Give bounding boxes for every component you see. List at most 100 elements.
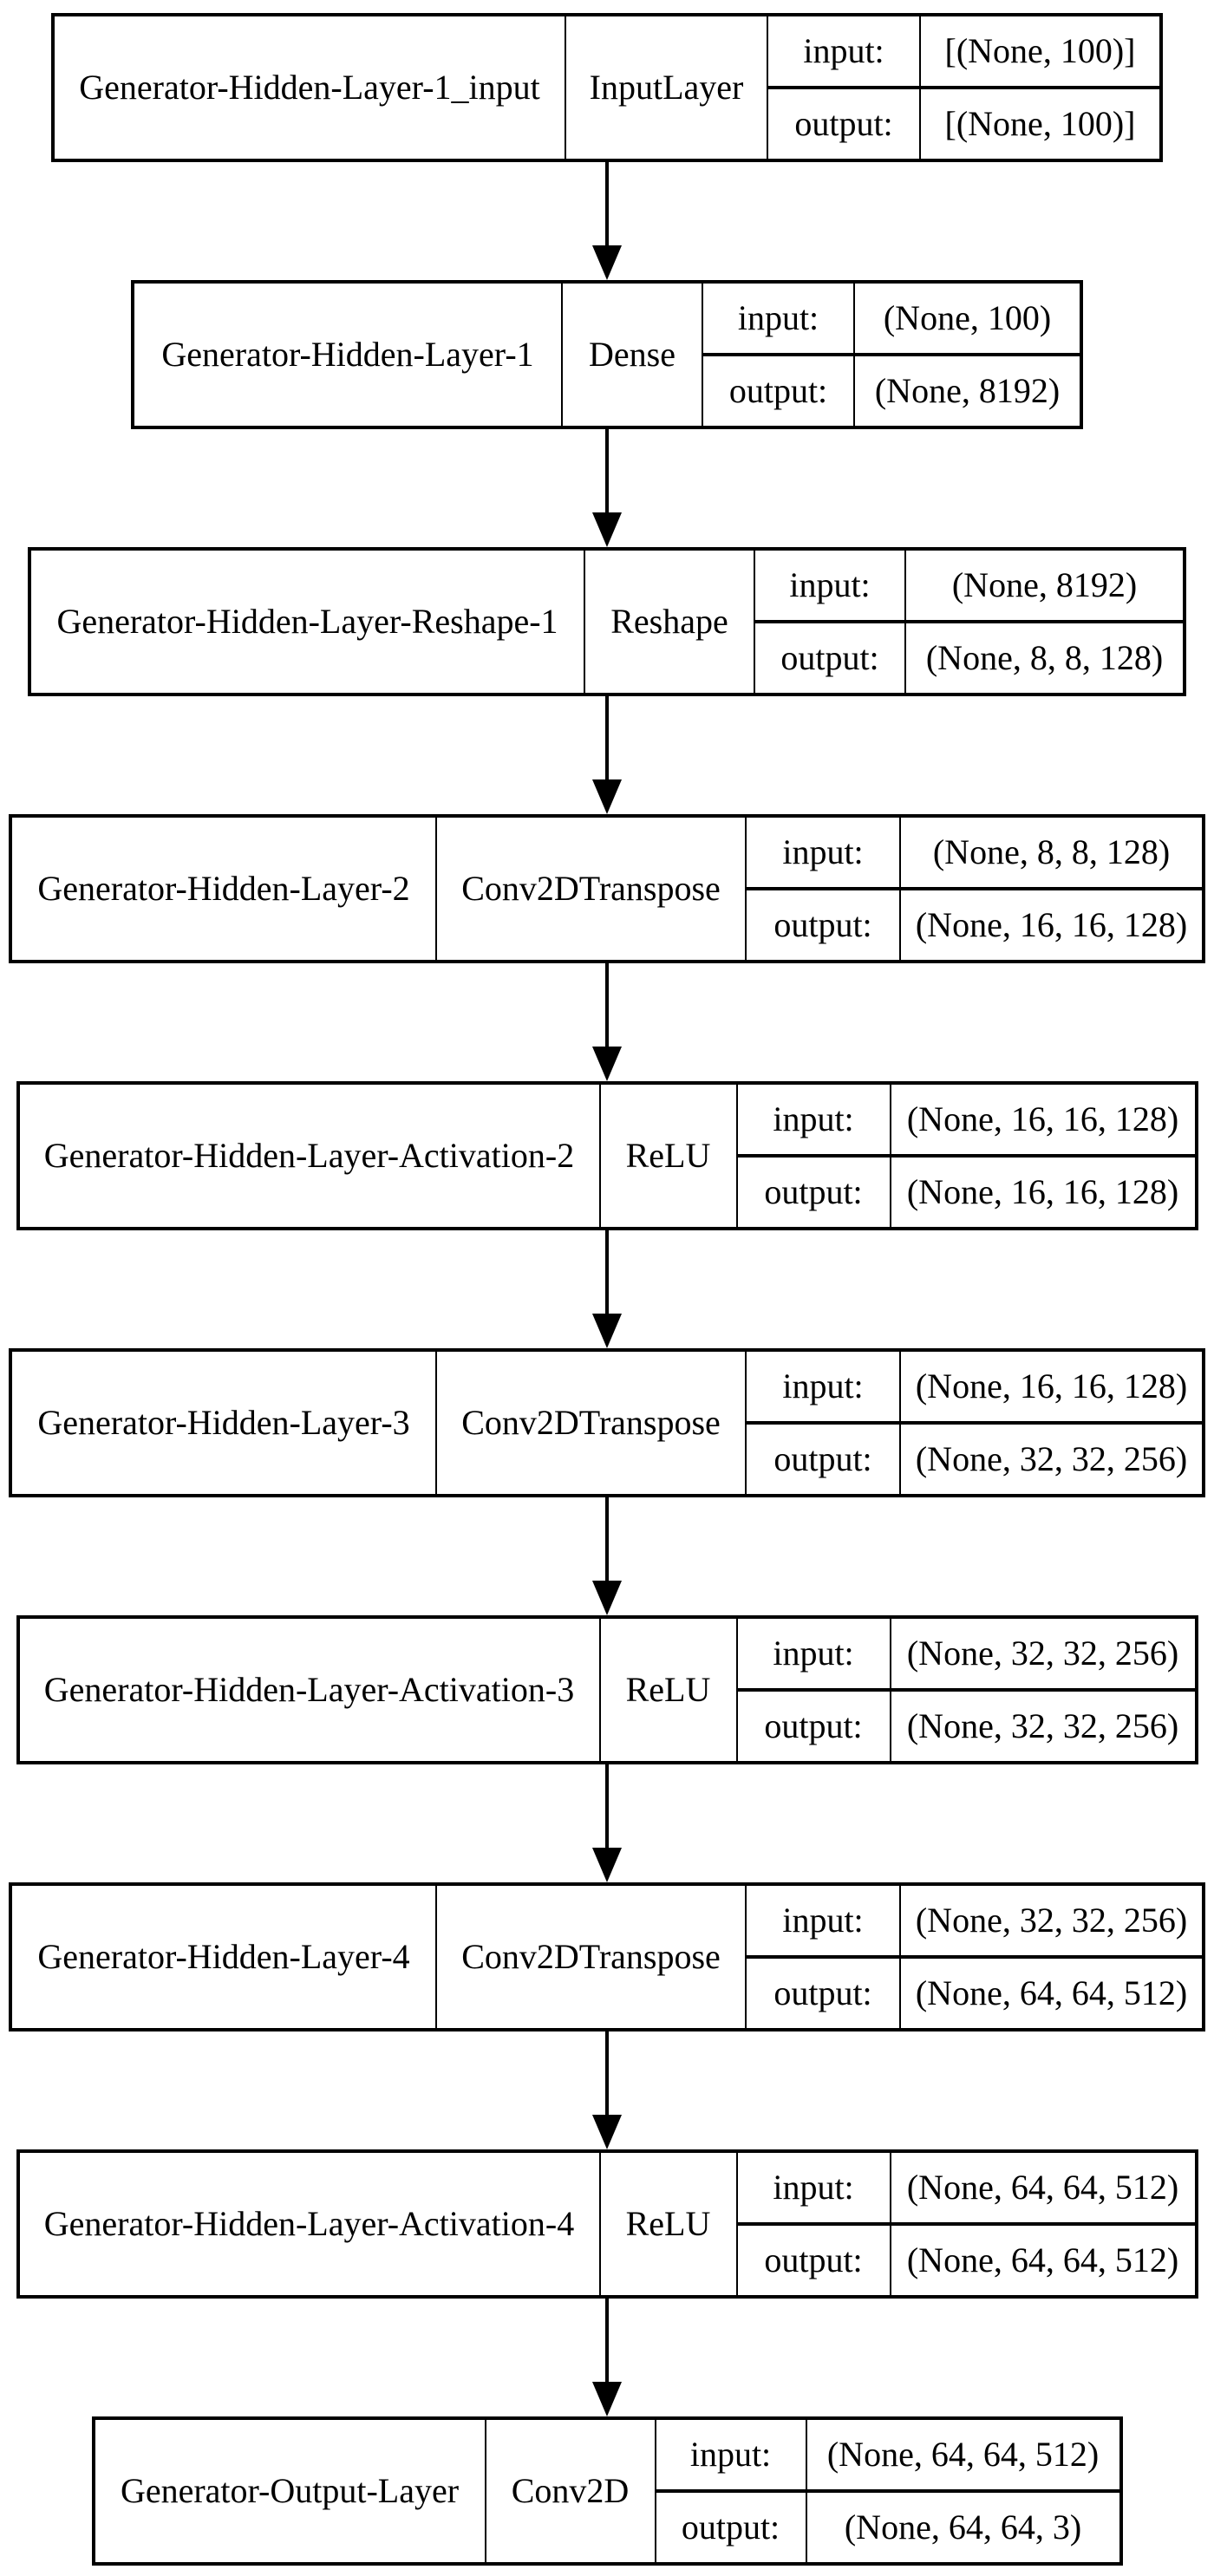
layer-name: Generator-Hidden-Layer-Activation-4 [43,2204,575,2243]
output-shape: [(None, 100)] [919,89,1159,159]
output-row: output: (None, 16, 16, 128) [745,887,1202,960]
output-shape: (None, 32, 32, 256) [889,1692,1195,1761]
arrow-shaft [605,162,609,245]
output-row: output: (None, 16, 16, 128) [735,1154,1195,1227]
output-shape: (None, 16, 16, 128) [899,890,1202,960]
node-generator-hidden-layer-1-input: Generator-Hidden-Layer-1_input InputLaye… [51,13,1163,162]
input-shape: (None, 64, 64, 512) [805,2420,1119,2489]
output-label: output: [735,1158,890,1227]
layer-name: Generator-Hidden-Layer-Activation-3 [43,1670,575,1709]
node-generator-hidden-layer-reshape-1: Generator-Hidden-Layer-Reshape-1 Reshape… [28,547,1186,696]
output-row: output: (None, 64, 64, 512) [745,1955,1202,2028]
node-generator-output-layer: Generator-Output-Layer Conv2D input: (No… [91,2416,1123,2566]
arrow-shaft [605,429,609,512]
arrow-connector [592,963,622,1081]
output-shape: (None, 32, 32, 256) [899,1425,1202,1494]
input-row: input: (None, 16, 16, 128) [735,1085,1195,1154]
input-shape: (None, 32, 32, 256) [889,1619,1195,1688]
input-label: input: [754,551,904,620]
node-generator-hidden-layer-activation-4: Generator-Hidden-Layer-Activation-4 ReLU… [16,2149,1198,2299]
output-shape: (None, 8, 8, 128) [904,623,1183,693]
output-label: output: [654,2493,806,2562]
arrow-connector [592,2031,622,2149]
layer-type: Reshape [584,551,754,693]
output-label: output: [702,356,853,426]
input-label: input: [745,1886,899,1955]
arrow-down-icon [592,2115,622,2149]
arrow-down-icon [592,512,622,547]
layer-name: Generator-Hidden-Layer-Activation-2 [43,1136,575,1175]
input-label: input: [735,1619,890,1688]
layer-type: Dense [561,284,702,426]
layer-type: Conv2DTranspose [435,1886,745,2028]
input-shape: (None, 64, 64, 512) [889,2153,1195,2222]
arrow-connector [592,696,622,814]
layer-type: Conv2DTranspose [435,818,745,960]
output-row: output: (None, 64, 64, 3) [654,2489,1119,2562]
layer-io: input: (None, 32, 32, 256) output: (None… [745,1886,1202,2028]
input-label: input: [702,284,853,353]
input-shape: (None, 32, 32, 256) [899,1886,1202,1955]
output-shape: (None, 64, 64, 512) [889,2226,1195,2295]
layer-type: ReLU [598,1619,736,1761]
output-row: output: (None, 32, 32, 256) [745,1421,1202,1494]
output-label: output: [745,1425,899,1494]
arrow-down-icon [592,1848,622,1882]
arrow-shaft [605,696,609,779]
output-row: output: (None, 64, 64, 512) [735,2222,1195,2295]
input-label: input: [745,1352,899,1421]
arrow-shaft [605,1764,609,1848]
layer-type: ReLU [598,2153,736,2295]
layer-name: Generator-Hidden-Layer-Reshape-1 [56,602,558,641]
output-shape: (None, 64, 64, 512) [899,1959,1202,2028]
input-label: input: [745,818,899,887]
input-shape: (None, 8192) [904,551,1183,620]
input-row: input: (None, 8192) [754,551,1183,620]
output-row: output: [(None, 100)] [767,86,1159,159]
layer-io: input: [(None, 100)] output: [(None, 100… [767,16,1159,159]
arrow-down-icon [592,1314,622,1348]
layer-name: Generator-Hidden-Layer-3 [37,1403,410,1442]
arrow-shaft [605,2031,609,2115]
output-label: output: [735,2226,890,2295]
node-generator-hidden-layer-activation-2: Generator-Hidden-Layer-Activation-2 ReLU… [16,1081,1198,1230]
input-row: input: (None, 8, 8, 128) [745,818,1202,887]
output-row: output: (None, 32, 32, 256) [735,1688,1195,1761]
output-label: output: [745,890,899,960]
layer-io: input: (None, 32, 32, 256) output: (None… [735,1619,1195,1761]
output-label: output: [754,623,904,693]
input-row: input: (None, 64, 64, 512) [654,2420,1119,2489]
arrow-connector [592,1764,622,1882]
arrow-down-icon [592,1581,622,1615]
arrow-shaft [605,1497,609,1581]
arrow-connector [592,1497,622,1615]
input-label: input: [735,1085,890,1154]
layer-io: input: (None, 16, 16, 128) output: (None… [735,1085,1195,1227]
output-label: output: [735,1692,890,1761]
node-generator-hidden-layer-1: Generator-Hidden-Layer-1 Dense input: (N… [131,280,1083,429]
output-label: output: [767,89,919,159]
output-label: output: [745,1959,899,2028]
layer-io: input: (None, 8192) output: (None, 8, 8,… [754,551,1183,693]
arrow-connector [592,2299,622,2416]
arrow-down-icon [592,2382,622,2416]
input-row: input: (None, 100) [702,284,1080,353]
output-shape: (None, 64, 64, 3) [805,2493,1119,2562]
node-generator-hidden-layer-2: Generator-Hidden-Layer-2 Conv2DTranspose… [9,814,1205,963]
input-row: input: (None, 32, 32, 256) [735,1619,1195,1688]
output-shape: (None, 16, 16, 128) [889,1158,1195,1227]
arrow-connector [592,1230,622,1348]
arrow-shaft [605,2299,609,2382]
input-shape: [(None, 100)] [919,16,1159,86]
layer-io: input: (None, 16, 16, 128) output: (None… [745,1352,1202,1494]
input-label: input: [654,2420,806,2489]
layer-name: Generator-Output-Layer [120,2471,460,2510]
arrow-shaft [605,1230,609,1314]
input-row: input: (None, 32, 32, 256) [745,1886,1202,1955]
input-label: input: [767,16,919,86]
input-row: input: (None, 64, 64, 512) [735,2153,1195,2222]
layer-io: input: (None, 64, 64, 512) output: (None… [735,2153,1195,2295]
layer-type: Conv2DTranspose [435,1352,745,1494]
layer-name: Generator-Hidden-Layer-1_input [79,68,540,107]
